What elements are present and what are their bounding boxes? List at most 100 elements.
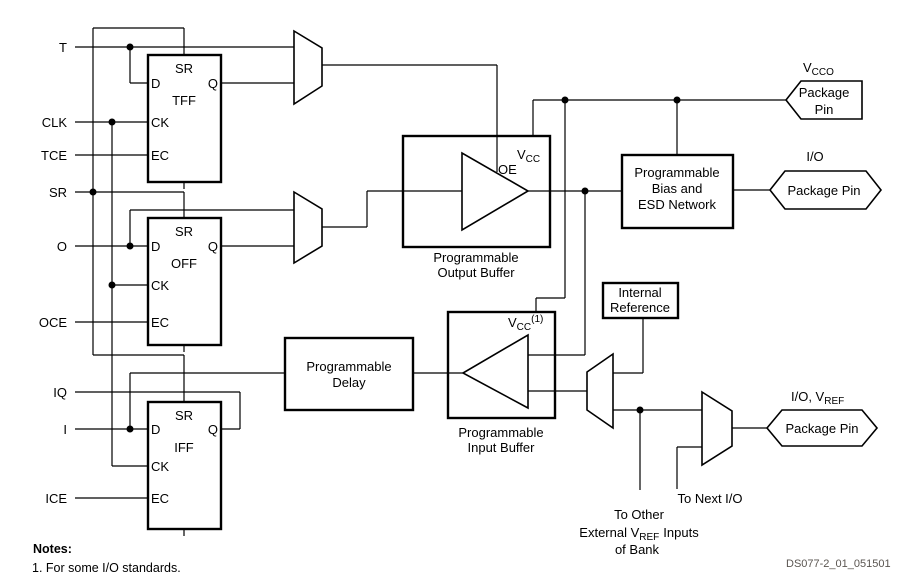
tff-ck-label: CK — [151, 115, 169, 130]
internal-reference-labels: Internal Reference — [610, 285, 670, 315]
vcco-pin-text-2: Pin — [815, 102, 834, 117]
junction-dot — [673, 96, 681, 104]
bias-esd-labels: Programmable Bias and ESD Network — [634, 165, 719, 212]
output-buffer-caption-1: Programmable — [433, 250, 518, 265]
signal-label-ice: ICE — [45, 491, 67, 506]
tff-q-label: Q — [208, 76, 218, 91]
vcco-base: V — [803, 60, 812, 75]
off-ec-label: EC — [151, 315, 169, 330]
off-sr-label: SR — [175, 224, 193, 239]
iff-sr-label: SR — [175, 408, 193, 423]
notes-heading: Notes: — [33, 542, 72, 556]
tff-ec-label: EC — [151, 148, 169, 163]
bias-caption-2: Bias and — [652, 181, 703, 196]
signal-label-t: T — [59, 40, 67, 55]
pin-labels: VCCO Package Pin I/O Package Pin I/O, VR… — [786, 60, 861, 436]
junction-dot — [126, 242, 134, 250]
internal-reference-caption-2: Reference — [610, 300, 670, 315]
notes-item-1: 1. For some I/O standards. — [32, 561, 181, 575]
signal-label-clk: CLK — [42, 115, 68, 130]
internal-reference-box — [601, 281, 680, 320]
to-other-line-1: To Other — [614, 507, 665, 522]
signal-labels: T CLK TCE SR O OCE IQ I ICE — [39, 40, 68, 506]
tff-name-label: TFF — [172, 93, 196, 108]
bias-esd-box — [620, 153, 735, 230]
input-buffer-vcc-label: VCC(1) — [508, 314, 543, 333]
signal-label-oce: OCE — [39, 315, 68, 330]
vcc-base: V — [508, 315, 517, 330]
junction-dot — [581, 187, 589, 195]
tff-labels: SR D Q TFF CK EC — [151, 61, 218, 163]
input-buffer-caption-2: Input Buffer — [468, 440, 536, 455]
io-vref-base: I/O, V — [791, 389, 825, 404]
input-buffer-caption-1: Programmable — [458, 425, 543, 440]
io-package-pin-shape — [768, 170, 883, 210]
internal-reference-caption-1: Internal — [618, 285, 661, 300]
iff-ck-label: CK — [151, 459, 169, 474]
vcco-pin-text-1: Package — [799, 85, 850, 100]
mux-o-icon — [293, 190, 323, 265]
junction-dot — [89, 188, 97, 196]
vcco-sub: CCO — [812, 67, 834, 78]
to-other-line-3: of Bank — [615, 542, 660, 557]
to-next-io-label: To Next I/O — [677, 491, 742, 506]
junction-dot — [636, 406, 644, 414]
to-other-base: External V — [579, 525, 639, 540]
junction-dot — [126, 425, 134, 433]
to-other-sub: REF — [639, 532, 659, 543]
signal-label-tce: TCE — [41, 148, 67, 163]
input-buffer-triangle-icon — [461, 333, 529, 410]
bias-caption-1: Programmable — [634, 165, 719, 180]
annotation-labels: To Next I/O To Other External VREF Inputs… — [579, 491, 742, 557]
junction-dot — [126, 43, 134, 51]
iff-d-label: D — [151, 422, 160, 437]
to-other-line-2: External VREF Inputs — [579, 525, 699, 543]
output-buffer-labels: VCC OE Programmable Output Buffer — [433, 147, 540, 280]
off-name-label: OFF — [171, 256, 197, 271]
iff-labels: SR D Q IFF CK EC — [151, 408, 218, 506]
io-vref-pin-text: Package Pin — [786, 421, 859, 436]
io-vref-label: I/O, VREF — [791, 389, 844, 407]
junction-dot — [108, 281, 116, 289]
delay-caption-1: Programmable — [306, 359, 391, 374]
delay-caption-2: Delay — [332, 375, 366, 390]
vcco-label: VCCO — [803, 60, 834, 78]
signal-label-o: O — [57, 239, 67, 254]
tff-box — [146, 53, 223, 184]
mux-vref-icon — [586, 352, 614, 430]
io-vref-package-pin-shape — [765, 409, 879, 447]
input-buffer-labels: VCC(1) Programmable Input Buffer — [458, 314, 543, 455]
tff-sr-label: SR — [175, 61, 193, 76]
footer-area: Notes: 1. For some I/O standards. DS077-… — [32, 542, 891, 575]
vcc-sub: CC — [517, 322, 531, 333]
junction-dot — [108, 118, 116, 126]
junction-dots — [89, 43, 681, 433]
delay-box — [283, 336, 415, 412]
mux-t-icon — [293, 29, 323, 106]
io-label: I/O — [806, 149, 823, 164]
off-ck-label: CK — [151, 278, 169, 293]
iff-name-label: IFF — [174, 440, 194, 455]
off-box — [146, 216, 223, 347]
off-labels: SR D Q OFF CK EC — [151, 224, 218, 330]
off-q-label: Q — [208, 239, 218, 254]
off-d-label: D — [151, 239, 160, 254]
signal-label-i: I — [63, 422, 67, 437]
signal-label-iq: IQ — [53, 385, 67, 400]
iff-ec-label: EC — [151, 491, 169, 506]
to-other-rest: Inputs — [663, 525, 699, 540]
delay-labels: Programmable Delay — [306, 359, 391, 390]
iff-q-label: Q — [208, 422, 218, 437]
io-pin-text: Package Pin — [788, 183, 861, 198]
figure-reference: DS077-2_01_051501 — [786, 558, 891, 570]
mux-pad-icon — [701, 390, 733, 467]
bias-caption-3: ESD Network — [638, 197, 717, 212]
vcc-base: V — [517, 147, 526, 162]
output-buffer-vcc-label: VCC — [517, 147, 540, 165]
output-buffer-oe-label: OE — [498, 162, 517, 177]
signal-label-sr: SR — [49, 185, 67, 200]
output-buffer-triangle-icon — [461, 151, 530, 232]
vcc-sup: (1) — [531, 314, 543, 325]
